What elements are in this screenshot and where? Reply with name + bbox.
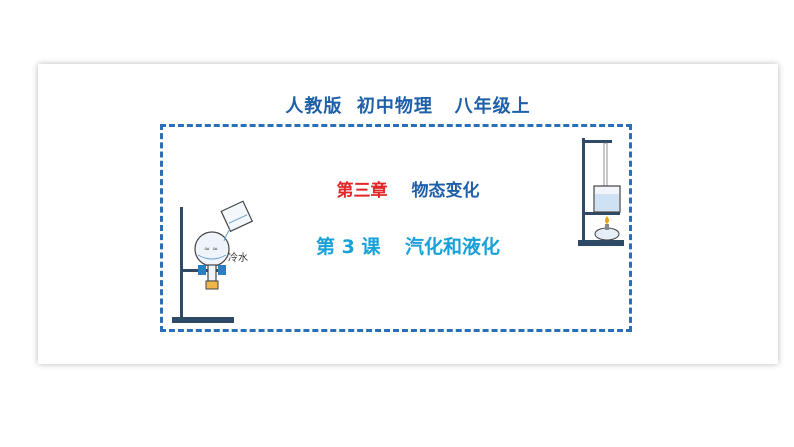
lesson-name: 汽化和液化 (405, 236, 501, 258)
lesson-label: 第 3 课 (315, 236, 381, 258)
flask-stand-illustration-icon: ≈ ≈ (172, 200, 254, 323)
slide-card: 人教版 初中物理 八年级上 第三章 物态变化 第 3 课 汽化和液化 ≈ ≈ (38, 64, 778, 364)
lesson-heading: 第 3 课 汽化和液化 (38, 232, 778, 259)
series-title: 人教版 初中物理 八年级上 (285, 96, 531, 117)
chapter-name: 物态变化 (411, 181, 480, 201)
beaker-burner-stand-illustration-icon (578, 138, 624, 246)
chapter-label: 第三章 (336, 181, 388, 201)
svg-text:≈ ≈: ≈ ≈ (204, 245, 218, 253)
cold-water-label: 冷水 (228, 253, 248, 264)
dashed-frame (160, 124, 632, 332)
chapter-heading: 第三章 物态变化 (38, 176, 778, 201)
